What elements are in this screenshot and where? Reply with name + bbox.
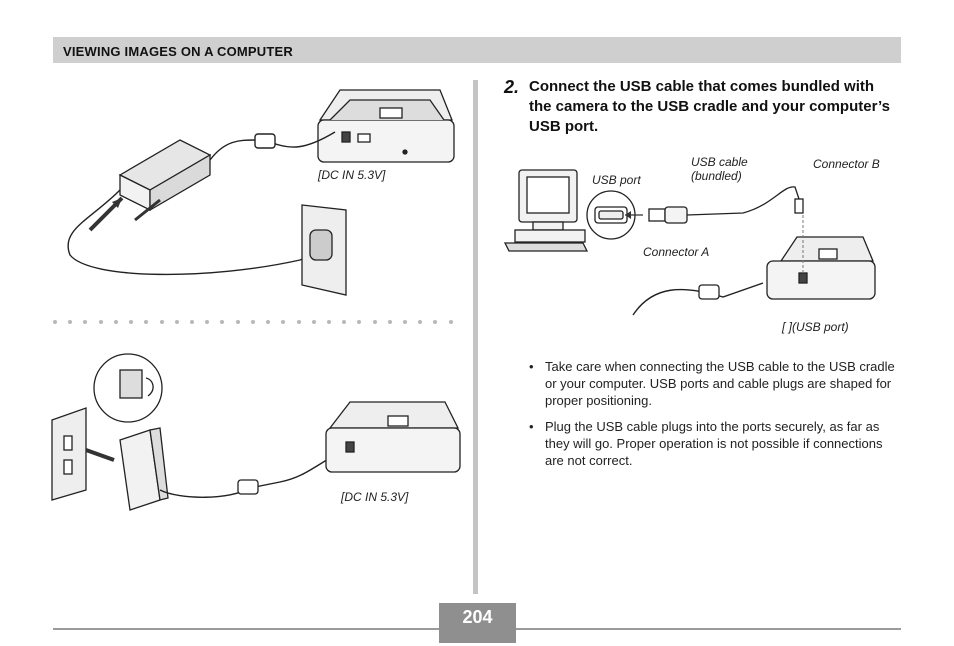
step-number: 2. (504, 77, 520, 97)
usb-cable-label-line1: USB cable (691, 155, 748, 169)
note-text: Take care when connecting the USB cable … (545, 359, 895, 408)
page-number-tab-base (439, 631, 516, 643)
connector-b-label: Connector B (813, 157, 880, 171)
page-section-title: VIEWING IMAGES ON A COMPUTER (63, 44, 293, 59)
column-divider (473, 80, 478, 594)
note-text: Plug the USB cable plugs into the ports … (545, 419, 883, 468)
wall-outlet-graphic (301, 204, 347, 296)
wall-plate-graphic (51, 407, 87, 501)
usb-cradle-graphic-right (766, 236, 876, 300)
page-number-tab: 204 (439, 603, 516, 643)
usb-connection-illustration (503, 169, 876, 316)
header-bar: VIEWING IMAGES ON A COMPUTER (53, 37, 901, 63)
connector-a-label: Connector A (643, 245, 710, 259)
usb-port-label: USB port (592, 173, 641, 187)
list-item: • Plug the USB cable plugs into the port… (529, 418, 899, 469)
bullet-dot: • (529, 359, 534, 374)
dc-in-label-bottom: [DC IN 5.3V] (341, 490, 409, 504)
computer-graphic (503, 169, 589, 252)
usb-cradle-graphic (317, 89, 455, 163)
list-item: • Take care when connecting the USB cabl… (529, 358, 899, 409)
usb-cable-label-line2: (bundled) (691, 169, 742, 183)
ac-adaptor-cradle-illustration (67, 89, 455, 296)
dc-in-label-top: [DC IN 5.3V] (318, 168, 386, 182)
ac-adaptor-graphic (118, 139, 212, 212)
cradle-usb-port-label: [ ](USB port) (782, 320, 849, 334)
page-number: 204 (439, 603, 516, 631)
wall-plug-adaptor-illustration (51, 353, 461, 511)
section-separator-dots (53, 320, 453, 326)
step-text: Connect the USB cable that comes bundled… (529, 78, 890, 135)
notes-list: • Take care when connecting the USB cabl… (529, 358, 899, 478)
usb-cradle-graphic-bottom (325, 401, 461, 473)
bullet-dot: • (529, 419, 534, 434)
